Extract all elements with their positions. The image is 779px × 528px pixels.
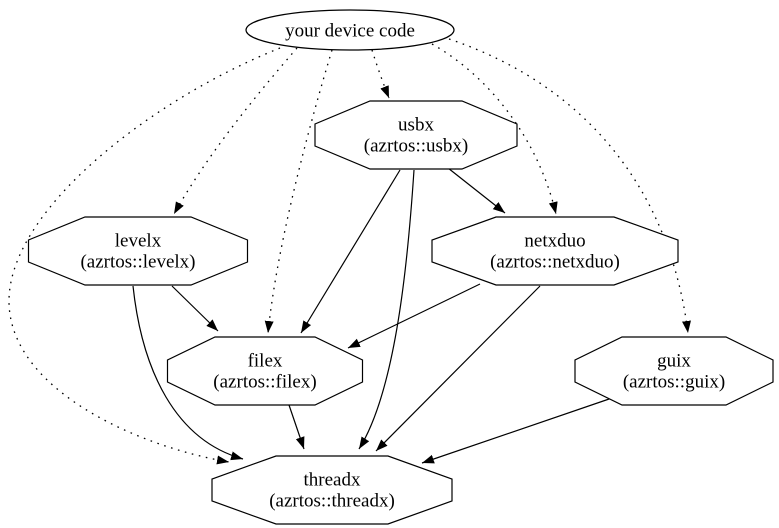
node-filex-sublabel: (azrtos::filex) [213, 372, 316, 393]
edge-device-levelx [173, 47, 298, 215]
edge-usbx-filex [300, 169, 401, 334]
node-usbx-shape [314, 100, 518, 170]
node-filex: filex(azrtos::filex) [166, 336, 364, 406]
node-threadx-shape [211, 455, 453, 525]
node-guix-sublabel: (azrtos::guix) [623, 372, 725, 393]
edge-levelx-threadx [132, 285, 244, 461]
node-threadx-label: threadx [304, 470, 361, 491]
node-netxduo-shape [431, 216, 679, 286]
node-netxduo-label: netxduo [524, 231, 585, 252]
node-levelx-label: levelx [115, 231, 162, 252]
node-device: your device code [245, 9, 455, 51]
node-guix-label: guix [657, 351, 691, 372]
edge-guix-threadx [421, 397, 613, 464]
node-usbx-sublabel: (azrtos::usbx) [364, 136, 468, 157]
node-levelx-shape [27, 216, 249, 286]
node-filex-label: filex [248, 351, 283, 372]
edges-layer [8, 38, 691, 465]
edge-usbx-threadx [358, 169, 415, 450]
node-guix: guix(azrtos::guix) [574, 336, 774, 406]
node-filex-shape [166, 336, 364, 406]
edge-levelx-filex [171, 285, 219, 332]
edge-netxduo-filex [347, 283, 481, 349]
edge-usbx-netxduo [447, 167, 506, 214]
node-device-label: your device code [285, 21, 415, 42]
edge-device-usbx [371, 49, 390, 99]
node-netxduo: netxduo(azrtos::netxduo) [431, 216, 679, 286]
node-usbx: usbx(azrtos::usbx) [314, 100, 518, 170]
node-levelx: levelx(azrtos::levelx) [27, 216, 249, 286]
edge-netxduo-threadx [375, 285, 541, 452]
node-levelx-sublabel: (azrtos::levelx) [80, 252, 195, 273]
node-device-shape [245, 9, 455, 51]
node-threadx: threadx(azrtos::threadx) [211, 455, 453, 525]
node-guix-shape [574, 336, 774, 406]
node-usbx-label: usbx [398, 115, 434, 136]
node-netxduo-sublabel: (azrtos::netxduo) [490, 252, 620, 273]
nodes-layer: your device codeusbx(azrtos::usbx)levelx… [27, 9, 774, 525]
edge-device-filex [264, 49, 333, 334]
node-threadx-sublabel: (azrtos::threadx) [269, 491, 395, 512]
edge-device-guix [448, 38, 691, 334]
edge-filex-threadx [288, 404, 305, 450]
